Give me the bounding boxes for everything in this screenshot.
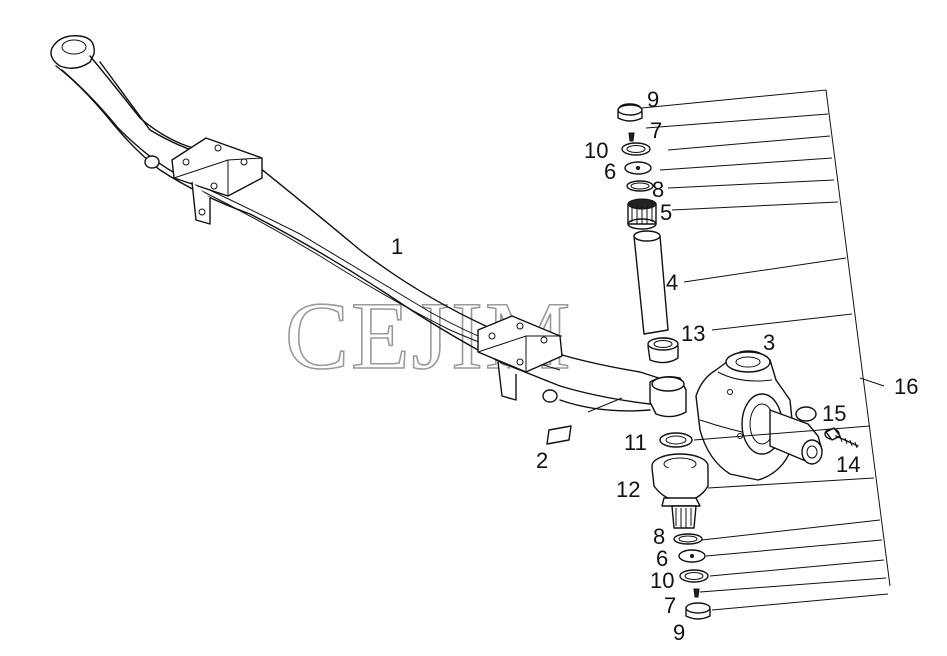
- callout-7-upper: 7: [650, 118, 662, 143]
- callout-8-upper: 8: [652, 177, 664, 202]
- callout-12: 12: [616, 477, 640, 502]
- leader-lines: [587, 89, 891, 611]
- callout-labels: 1 2 3 4 5 6 7 8 9 10 11 12 13 14 15 16 8…: [391, 87, 918, 645]
- callout-6-upper: 6: [604, 159, 616, 184]
- callout-15: 15: [822, 401, 846, 426]
- callout-13: 13: [681, 321, 705, 346]
- callout-2: 2: [536, 448, 548, 473]
- callout-10-upper: 10: [584, 138, 608, 163]
- axle-beam: [50, 35, 687, 418]
- callout-11: 11: [624, 430, 647, 455]
- callout-16: 16: [894, 374, 918, 399]
- callout-8-lower: 8: [653, 524, 665, 549]
- callout-7-lower: 7: [664, 593, 676, 618]
- callout-3: 3: [763, 330, 775, 355]
- bolt-14: [825, 427, 859, 449]
- callout-14: 14: [836, 452, 860, 477]
- tag-plate: [546, 425, 572, 445]
- callout-9-upper: 9: [647, 87, 659, 112]
- kingpin-stack-upper: [617, 103, 679, 364]
- callout-10-lower: 10: [650, 568, 674, 593]
- kingpin-stack-lower: [651, 432, 711, 620]
- callout-5: 5: [660, 200, 672, 225]
- callout-4: 4: [666, 270, 678, 295]
- callout-6-lower: 6: [656, 546, 668, 571]
- callout-1: 1: [391, 234, 403, 259]
- steering-knuckle: [695, 350, 823, 481]
- callout-9-lower: 9: [673, 620, 685, 645]
